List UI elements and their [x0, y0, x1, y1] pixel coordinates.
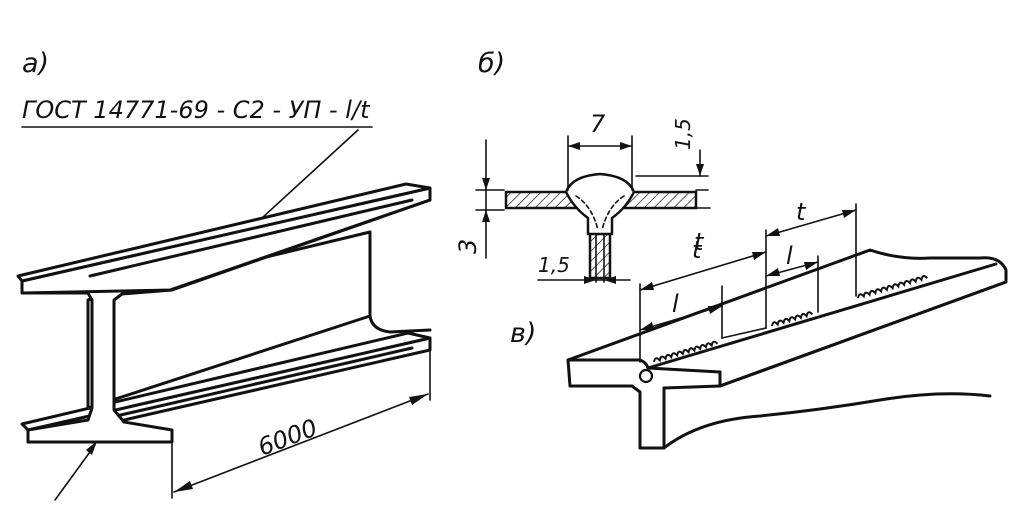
length-1-dimension: [639, 305, 723, 331]
panel-c-extension-lines: [639, 203, 857, 363]
length-2-dimension: [765, 261, 819, 277]
length-2-label: l: [786, 242, 793, 270]
panel-a: а) ГОСТ 14771-69 - С2 - УП - l/t: [16, 48, 432, 501]
t-beam-underside: [718, 280, 1008, 388]
weld-segments: [653, 275, 928, 363]
pitch-2-label: t: [796, 198, 807, 226]
weld-bead: [564, 172, 636, 236]
width-label: 7: [590, 110, 606, 138]
t-top-edge: [646, 262, 998, 370]
top-offset-dimension: [635, 149, 709, 191]
panel-b: б) 7 1,5: [454, 48, 711, 284]
thickness-dimension: [475, 139, 505, 259]
panel-b-label: б): [478, 48, 505, 79]
pitch-2-dimension: [765, 209, 857, 237]
t-beam-break-line: [662, 392, 992, 450]
gap-dimension: [537, 276, 631, 284]
panel-c-label: в): [510, 318, 536, 349]
bottom-leader-arrowhead: [86, 441, 97, 455]
panel-a-label: а): [22, 48, 49, 79]
weld-designation: ГОСТ 14771-69 - С2 - УП - l/t: [22, 96, 371, 124]
thickness-label: 3: [454, 239, 482, 254]
section-pitch-label: t: [694, 228, 705, 256]
length-dimension: [171, 351, 431, 499]
top-offset-label: 1,5: [671, 118, 695, 150]
length-1-label: l: [672, 290, 679, 318]
bottom-leader: [54, 444, 96, 501]
width-dimension: [567, 135, 633, 191]
panel-c: в) l: [510, 198, 1008, 450]
pitch-1-label: t: [692, 236, 703, 264]
top-flange: [16, 182, 432, 295]
weld-origin-mark: [638, 368, 654, 384]
length-label: 6000: [254, 414, 321, 462]
gap-label: 1,5: [538, 253, 570, 277]
pitch-1-dimension: [639, 251, 767, 291]
fusion-lines: [575, 195, 625, 231]
